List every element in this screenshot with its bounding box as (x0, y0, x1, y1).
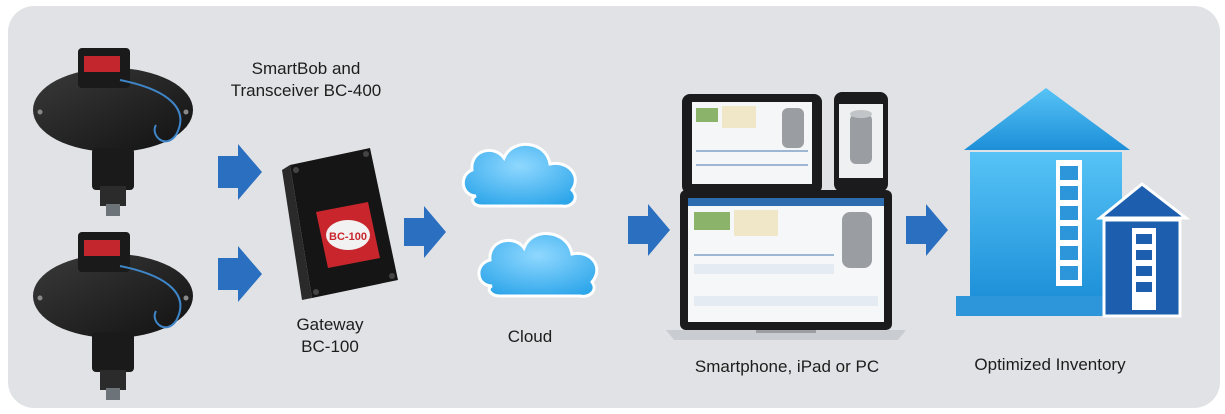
laptop-icon (666, 190, 906, 340)
gateway-badge: BC-100 (329, 231, 367, 243)
silo-icon (1095, 182, 1191, 318)
cloud-label: Cloud (507, 327, 553, 346)
right-arrow-icon (404, 206, 446, 258)
gateway-box-icon: BC-100 (282, 148, 398, 300)
smartbob-label-line2: Transceiver BC-400 (230, 81, 382, 100)
sensor-device-icon (33, 232, 193, 400)
devices-label: Smartphone, iPad or PC (694, 357, 880, 376)
gateway-label-line2: BC-100 (301, 337, 359, 356)
sensor-device-icon (33, 48, 193, 216)
silo-icon (956, 88, 1132, 316)
right-arrow-icon (628, 204, 670, 256)
right-arrow-icon (218, 246, 262, 302)
smartbob-label-line1: SmartBob and (251, 59, 361, 78)
gateway-label: Gateway BC-100 (280, 314, 380, 358)
right-arrow-icon (906, 204, 948, 256)
gateway-label-line1: Gateway (296, 315, 364, 334)
tablet-icon (682, 94, 822, 194)
right-arrow-icon (218, 144, 262, 200)
cloud-icon (461, 142, 599, 298)
inventory-label: Optimized Inventory (974, 355, 1126, 374)
smartphone-icon (834, 92, 888, 192)
smartbob-label: SmartBob and Transceiver BC-400 (216, 58, 396, 102)
